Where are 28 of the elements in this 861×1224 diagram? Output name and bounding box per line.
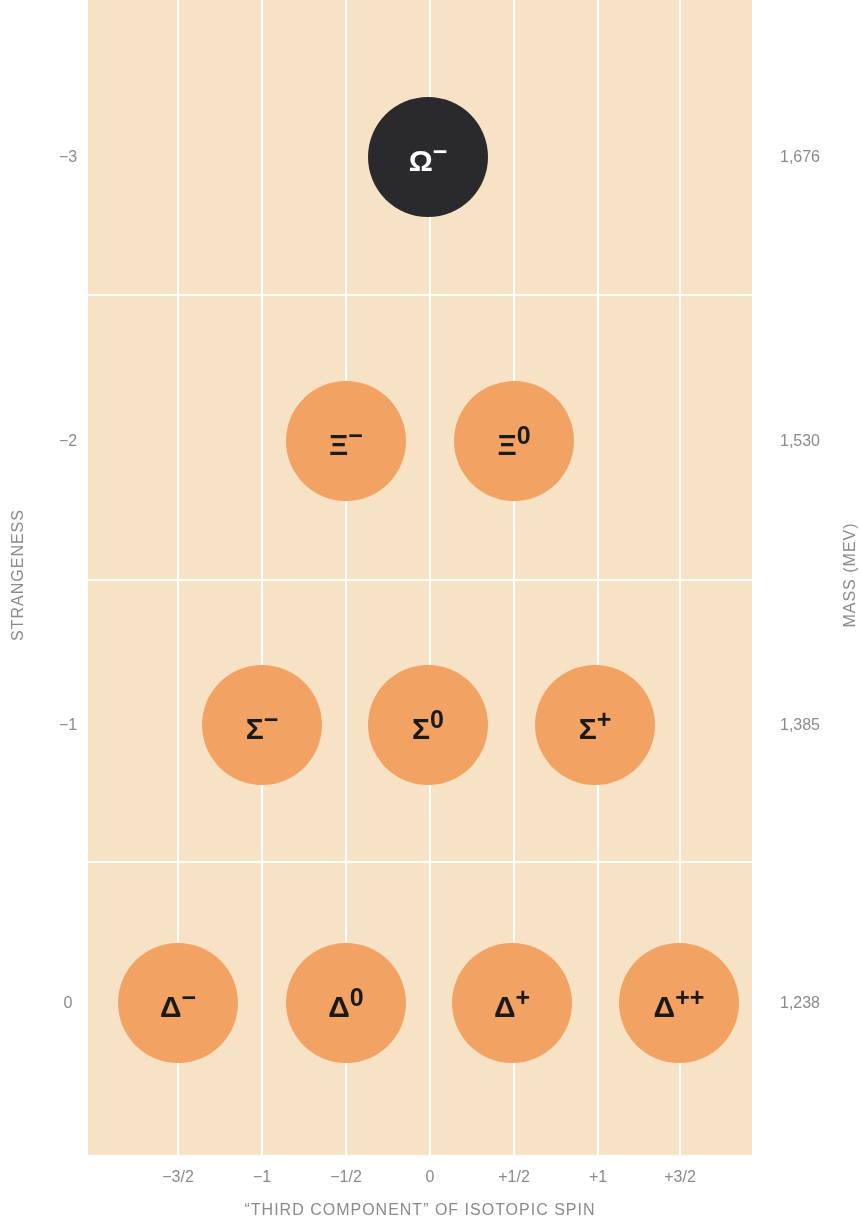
- strangeness-value: −3: [58, 148, 78, 166]
- tick-label: −1/2: [330, 1168, 362, 1186]
- axis-title: “THIRD COMPONENT” OF ISOTOPIC SPIN: [244, 1201, 596, 1219]
- particle-symbol: Ξ$^{−}$: [329, 420, 363, 462]
- mass-value: 1,238: [780, 994, 820, 1012]
- particle-symbol: Σ$^{0}$: [412, 704, 444, 746]
- tick-label: +1: [588, 1168, 608, 1186]
- particle-symbol: Δ$^{0}$: [328, 982, 364, 1024]
- tick-label: +3/2: [664, 1168, 696, 1186]
- strangeness-value: −1: [58, 716, 78, 734]
- axis-title: MASS (MEV): [841, 522, 859, 628]
- particle-symbol: Δ$^{−}$: [159, 982, 197, 1024]
- axis-title: STRANGENESS: [9, 509, 27, 641]
- tick-label: +1/2: [498, 1168, 530, 1186]
- particle-symbol: Σ$^{+}$: [578, 704, 612, 746]
- mass-value: 1,385: [780, 716, 820, 734]
- particle-symbol: Δ$^{++}$: [653, 982, 705, 1024]
- strangeness-value: −2: [58, 432, 78, 450]
- tick-label: −3/2: [162, 1168, 194, 1186]
- tick-label: −1: [252, 1168, 272, 1186]
- particle-symbol: Δ$^{+}$: [493, 982, 531, 1024]
- mass-value: 1,676: [780, 148, 820, 166]
- mass-value: 1,530: [780, 432, 820, 450]
- particle-symbol: Σ$^{−}$: [245, 704, 279, 746]
- particle-symbol: Ω$^{−}$: [408, 136, 448, 178]
- tick-label: 0: [425, 1168, 435, 1186]
- strangeness-value: 0: [63, 994, 73, 1012]
- particle-symbol: Ξ$^{0}$: [497, 420, 531, 462]
